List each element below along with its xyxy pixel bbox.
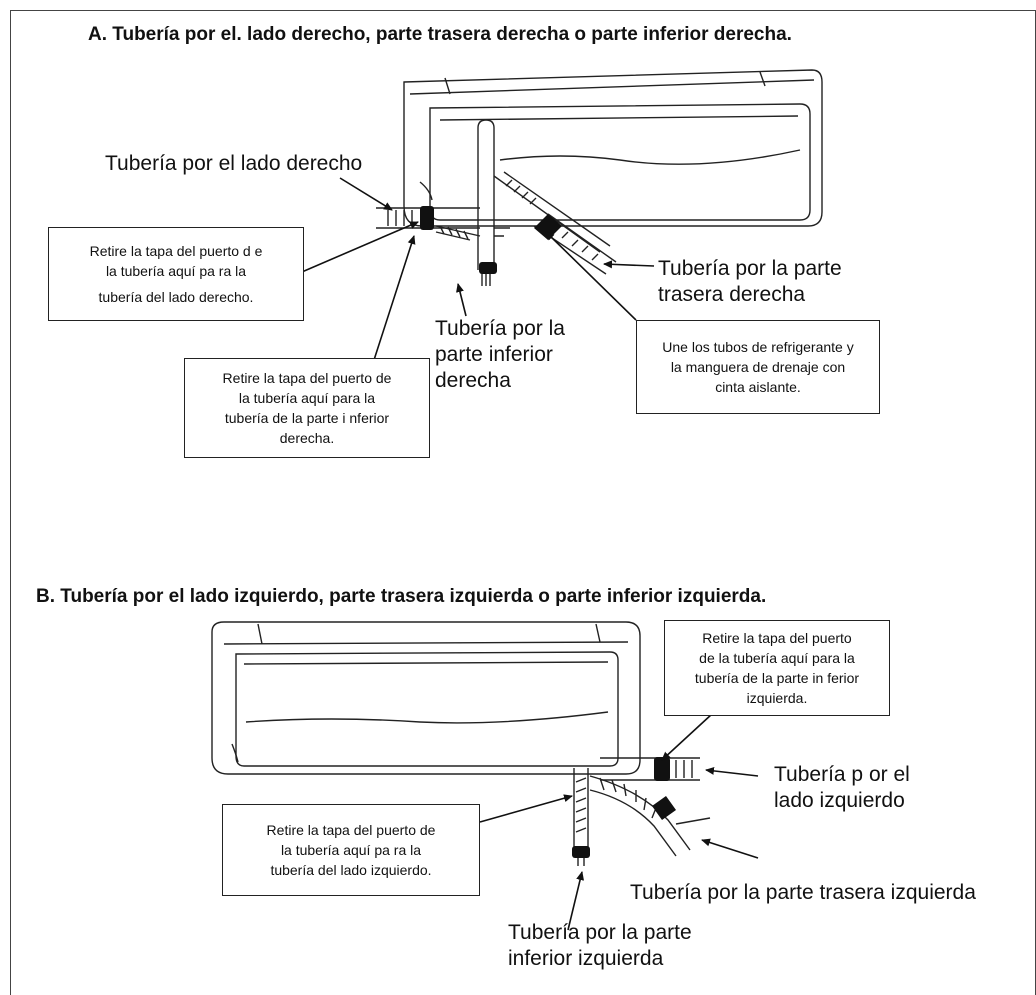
label-left-side: Tubería p or el lado izquierdo: [774, 762, 910, 814]
note-left-side-port: Retire la tapa del puerto de la tubería …: [222, 804, 480, 896]
note-line: de la tubería aquí para la: [699, 650, 855, 666]
note-line: izquierda.: [746, 690, 808, 706]
note-line: Une los tubos de refrigerante y: [662, 339, 854, 355]
indoor-unit-b: [211, 621, 641, 775]
note-line: la tubería aquí pa ra la: [280, 842, 422, 858]
note-line: cinta aislante.: [715, 379, 801, 395]
label-line: Tubería p or el: [774, 763, 910, 786]
label-line: Tubería por la parte: [508, 921, 692, 944]
note-line: Retire la tapa del puerto d e: [89, 243, 263, 259]
label-rear-left: Tubería por la parte trasera izquierda: [630, 881, 976, 904]
note-line: derecha.: [279, 430, 335, 446]
indoor-unit-a: [403, 69, 823, 227]
label-line: trasera derecha: [658, 283, 806, 306]
label-line: inferior izquierda: [508, 947, 664, 970]
insulating-tape-bands: [420, 206, 676, 858]
note-line: Retire la tapa del puerto de: [266, 822, 436, 838]
pipe-bottom-right: [477, 119, 510, 286]
pipe-rear-left: [589, 775, 711, 857]
note-line: la manguera de drenaje con: [670, 359, 846, 375]
section-b-title: B. Tubería por el lado izquierdo, parte …: [36, 586, 767, 607]
note-line: tubería de la parte in ferior: [694, 670, 860, 686]
note-right-side-port: Retire la tapa del puerto d e la tubería…: [48, 227, 304, 321]
note-line: Retire la tapa del puerto: [702, 630, 852, 646]
label-line: Tubería por la: [435, 317, 565, 340]
label-rear-right: Tubería por la parte trasera derecha: [658, 256, 842, 308]
note-line: la tubería aquí pa ra la: [105, 263, 247, 279]
label-line: Tubería por la parte: [658, 257, 842, 280]
label-bottom-left: Tubería por la parte inferior izquierda: [508, 920, 692, 972]
section-a-title: A. Tubería por el. lado derecho, parte t…: [88, 24, 792, 45]
note-bottom-right-port: Retire la tapa del puerto de la tubería …: [184, 358, 430, 458]
note-line: Retire la tapa del puerto de: [222, 370, 392, 386]
label-right-side: Tubería por el lado derecho: [105, 152, 363, 175]
pipe-bottom-left: [573, 768, 589, 866]
label-bottom-right: Tubería por la parte inferior derecha: [435, 316, 565, 394]
note-insulating-tape: Une los tubos de refrigerante y la mangu…: [636, 320, 880, 414]
label-line: derecha: [435, 369, 511, 392]
note-line: la tubería aquí para la: [238, 390, 376, 406]
note-line: tubería del lado izquierdo.: [270, 862, 432, 878]
label-line: parte inferior: [435, 343, 553, 366]
note-line: tubería de la parte i nferior: [224, 410, 390, 426]
pipe-left-side: [600, 757, 700, 781]
label-line: lado izquierdo: [774, 789, 905, 812]
note-line: tubería del lado derecho.: [98, 289, 254, 305]
note-bottom-left-port: Retire la tapa del puerto de la tubería …: [664, 620, 890, 716]
